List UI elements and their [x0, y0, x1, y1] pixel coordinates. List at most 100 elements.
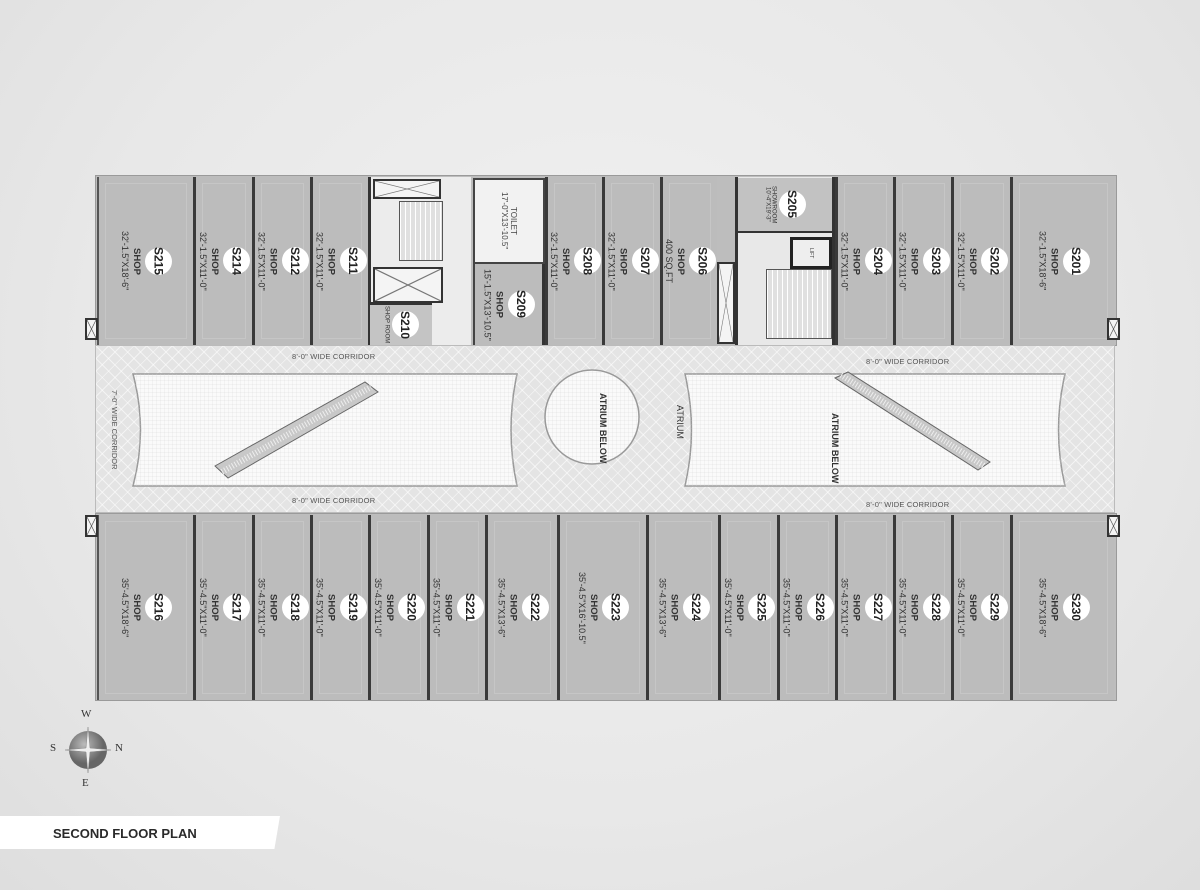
- unit-dims: 35'-4.5"X11'-0": [198, 578, 208, 637]
- service-shaft: [717, 262, 735, 344]
- unit-type: SHOP: [267, 594, 279, 621]
- unit-dims: 32'-1.5"X11'-0": [956, 231, 966, 291]
- corridor-label: 7'-0" WIDE CORRIDOR: [110, 390, 119, 470]
- unit-code: S226: [806, 593, 834, 622]
- unit-type: SHOP: [267, 247, 279, 275]
- unit-type: SHOP: [908, 247, 920, 275]
- unit-code: S223: [602, 593, 629, 622]
- unit-code: S221: [456, 593, 484, 622]
- unit-dims: 10'-4"X19'-3": [764, 187, 771, 222]
- unit-dims: 15'-1.5"X13'-10.5": [482, 268, 493, 341]
- unit-dims: 35'-4.5"X18'-6": [120, 577, 130, 638]
- unit-dims: 35'-4.5"X11'-0": [897, 578, 908, 637]
- corridor-label: 8'-0" WIDE CORRIDOR: [866, 357, 950, 366]
- unit-code: S206: [689, 247, 716, 275]
- unit-dims: 35'-4.5"X11'-0": [781, 578, 792, 637]
- unit-code: S201: [1062, 247, 1090, 275]
- fire-shaft-icon: [85, 515, 98, 537]
- unit-code: S229: [981, 593, 1008, 622]
- unit-dims: 35'-4.5"X11'-0": [373, 578, 383, 637]
- unit-type: SHOP: [493, 291, 505, 318]
- unit-inner-outline: [494, 521, 551, 694]
- compass-s: S: [50, 742, 57, 754]
- unit-type: SHOP: [131, 594, 142, 621]
- unit-type: SHOP: [792, 594, 804, 621]
- unit-code: S224: [682, 593, 710, 622]
- unit-type: SHOP ROOM: [383, 306, 390, 344]
- unit-dims: 35'-4.5"X11'-0": [956, 578, 966, 637]
- unit-dims: 35'-4.5"X11'-0": [839, 578, 850, 637]
- unit-dims: 32'-1.5"X11'-0": [314, 231, 325, 291]
- unit-code: S227: [864, 593, 892, 622]
- unit-code: S217: [223, 593, 250, 622]
- unit-dims: 32'-1.5"X11'-0": [897, 231, 908, 291]
- unit-type: SHOP: [617, 247, 629, 275]
- atrium-label: ATRIUM: [675, 405, 685, 439]
- unit-type: SHOP: [507, 594, 519, 621]
- duct-shaft: [373, 179, 441, 199]
- corridor-label: 8'-0" WIDE CORRIDOR: [292, 496, 376, 505]
- unit-dims: 35'-4.5"X11'-0": [431, 578, 442, 637]
- unit-inner-outline: [1019, 183, 1108, 339]
- unit-code: S228: [922, 593, 950, 622]
- unit-dims: 32'-1.5"X11'-0": [606, 231, 617, 291]
- unit-dims: 32'-1.5"X18'-6": [1037, 231, 1048, 291]
- unit-code: S209: [507, 290, 535, 319]
- unit-type: SHOP: [668, 594, 680, 621]
- unit-dims: 400 SQ.FT: [664, 238, 674, 283]
- corridor-label: 8'-0" WIDE CORRIDOR: [866, 500, 950, 509]
- unit-type: SHOP: [908, 594, 920, 621]
- unit-code: S230: [1062, 593, 1090, 622]
- page-title: SECOND FLOOR PLAN: [53, 826, 197, 841]
- unit-type: SHOP: [384, 594, 395, 621]
- unit-code: S205: [778, 190, 806, 219]
- unit-code: S202: [981, 247, 1008, 275]
- atrium-label: ATRIUM BELOW: [598, 393, 608, 464]
- compass-e: E: [82, 777, 89, 789]
- title-bar: [0, 816, 280, 849]
